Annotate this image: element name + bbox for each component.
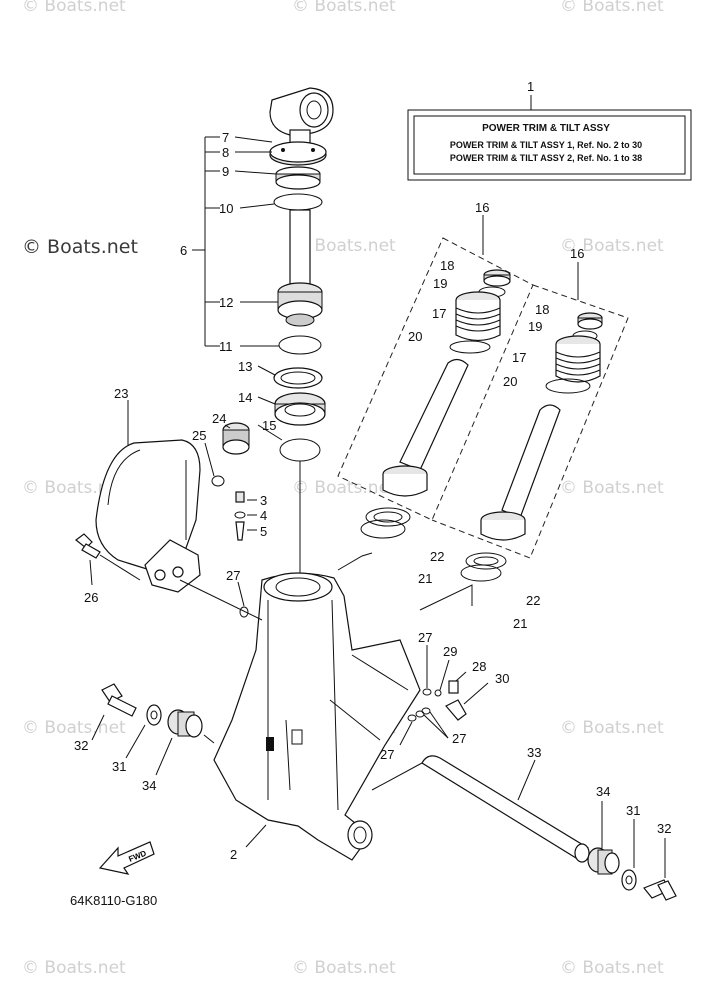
callout: 31 xyxy=(112,759,126,774)
callout: 27 xyxy=(380,747,394,762)
callout: 11 xyxy=(219,339,233,354)
collar-24 xyxy=(204,422,250,487)
valve-parts-3-5 xyxy=(234,491,257,541)
fwd-arrow-icon: FWD xyxy=(98,841,155,875)
callout: 27 xyxy=(452,731,466,746)
watermark: © Boats.net xyxy=(560,478,664,498)
callout: 30 xyxy=(495,671,509,686)
callout: 18 xyxy=(535,302,549,317)
callout: 16 xyxy=(570,246,584,261)
callout: 12 xyxy=(219,295,233,310)
callout: 22 xyxy=(526,593,540,608)
bolt-26 xyxy=(75,533,141,586)
callout: 8 xyxy=(222,145,229,160)
callout: 14 xyxy=(238,390,252,405)
callout: 23 xyxy=(114,386,128,401)
callout: 17 xyxy=(432,306,446,321)
callout: 27 xyxy=(418,630,432,645)
assy-box: POWER TRIM & TILT ASSY POWER TRIM & TILT… xyxy=(407,95,692,181)
callout: 17 xyxy=(512,350,526,365)
callout: 19 xyxy=(528,319,542,334)
callout: 1 xyxy=(527,79,534,94)
callout: 20 xyxy=(503,374,517,389)
callout: 22 xyxy=(430,549,444,564)
bracket-6 xyxy=(192,136,283,441)
diagram-code: 64K8110-G180 xyxy=(70,893,157,908)
watermark: © Boats.net xyxy=(292,958,396,978)
cover-23 xyxy=(95,400,201,593)
small-fittings xyxy=(237,581,489,746)
callout: 19 xyxy=(433,276,447,291)
callout: 27 xyxy=(226,568,240,583)
callout: 4 xyxy=(260,508,267,523)
watermark: © Boats.net xyxy=(292,478,396,498)
watermark: © Boats.net xyxy=(22,0,126,16)
watermark: © Boats.net xyxy=(560,718,664,738)
callout: 32 xyxy=(657,821,671,836)
callout: 7 xyxy=(222,130,229,145)
assy-line-1: POWER TRIM & TILT ASSY 1, Ref. No. 2 to … xyxy=(450,140,642,150)
callout: 9 xyxy=(222,164,229,179)
watermark: © Boats.net xyxy=(560,958,664,978)
trim-cylinder-group-2 xyxy=(431,262,629,582)
assy-title: POWER TRIM & TILT ASSY xyxy=(482,123,610,134)
watermark: © Boats.net xyxy=(292,236,396,256)
watermark: © Boats.net xyxy=(22,478,126,498)
tilt-tube-33 xyxy=(371,755,590,863)
callout: 26 xyxy=(84,590,98,605)
left-fasteners xyxy=(91,683,215,776)
swivel-bracket-2 xyxy=(179,552,473,861)
callout: 18 xyxy=(440,258,454,273)
callout: 21 xyxy=(418,571,432,586)
assy-line-2: POWER TRIM & TILT ASSY 2, Ref. No. 1 to … xyxy=(450,153,642,163)
callout: 25 xyxy=(192,428,206,443)
callout: 3 xyxy=(260,493,267,508)
callout-numbers: 1 2 3 4 5 6 7 8 9 10 11 12 13 14 15 16 1… xyxy=(74,79,671,862)
watermark: © Boats.net xyxy=(292,0,396,16)
callout: 16 xyxy=(475,200,489,215)
callout: 32 xyxy=(74,738,88,753)
callout: 34 xyxy=(142,778,156,793)
callout: 6 xyxy=(180,243,187,258)
callout: 28 xyxy=(472,659,486,674)
callout: 2 xyxy=(230,847,237,862)
watermark-dark: © Boats.net xyxy=(22,236,138,258)
callout: 5 xyxy=(260,524,267,539)
watermark: © Boats.net xyxy=(22,958,126,978)
callout: 33 xyxy=(527,745,541,760)
callout: 20 xyxy=(408,329,422,344)
trim-cylinder-group-1 xyxy=(337,215,534,539)
watermark: © Boats.net xyxy=(560,0,664,16)
tilt-rod-assembly xyxy=(269,87,334,575)
callout: 29 xyxy=(443,644,457,659)
watermark: © Boats.net xyxy=(560,236,664,256)
callout: 10 xyxy=(219,201,233,216)
callout: 13 xyxy=(238,359,252,374)
callout: 31 xyxy=(626,803,640,818)
callout: 34 xyxy=(596,784,610,799)
callout: 15 xyxy=(262,418,276,433)
callout: 21 xyxy=(513,616,527,631)
callout: 24 xyxy=(212,411,226,426)
right-fasteners xyxy=(587,801,677,901)
